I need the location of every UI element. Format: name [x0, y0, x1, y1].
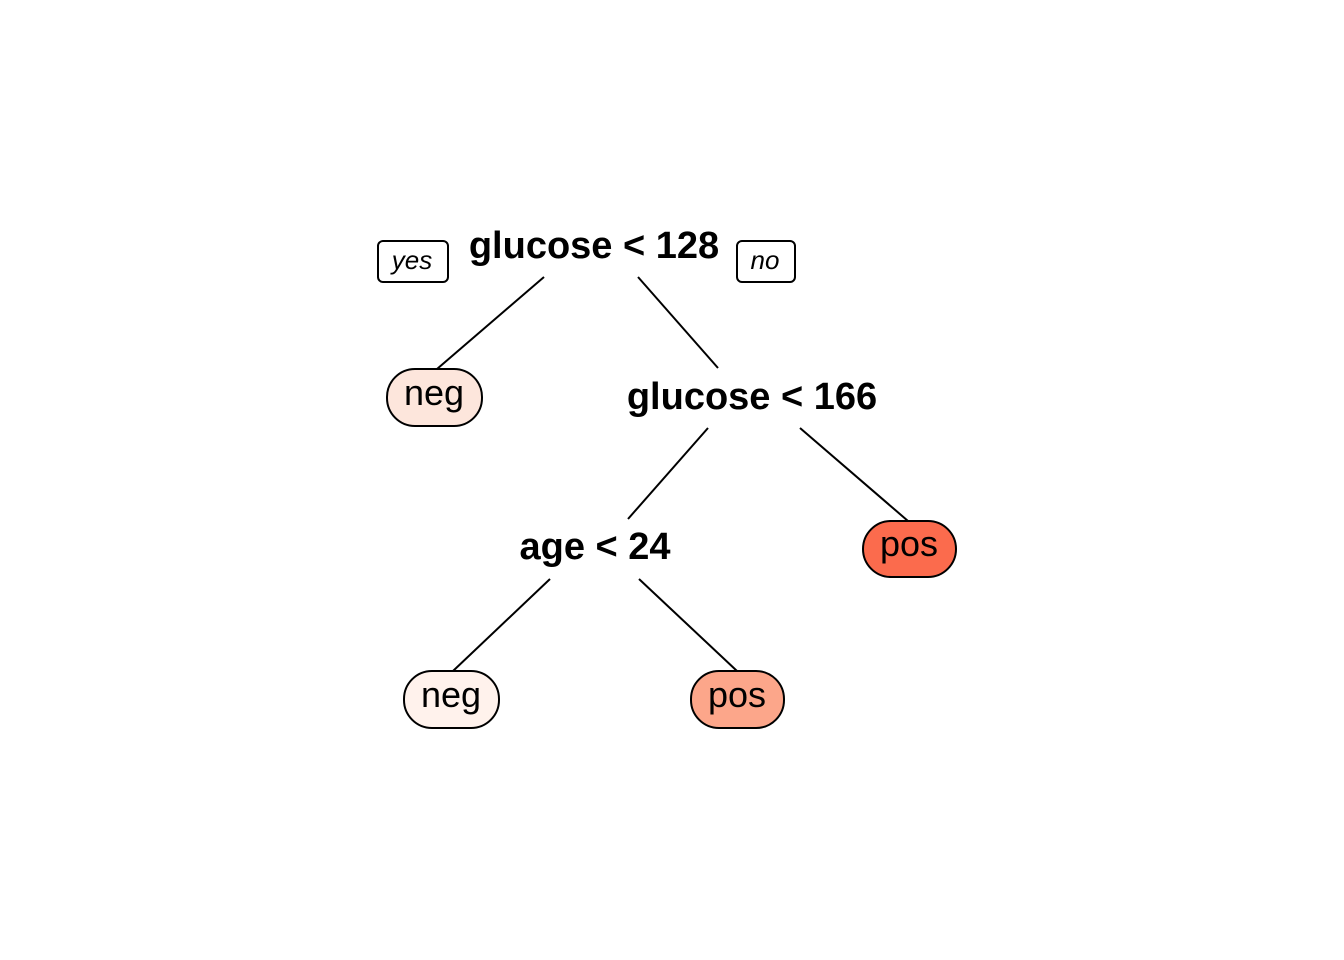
leaf-1-box [386, 368, 483, 427]
edge-split3-to-leaf-pos [638, 578, 738, 672]
leaf-4-box [862, 520, 957, 578]
leaf-node-1: neg [386, 368, 483, 427]
leaf-3-box [690, 670, 785, 729]
leaf-node-2: neg [403, 670, 500, 729]
root-split-label: glucose < 128 [469, 225, 719, 267]
leaf-3-label: pos [708, 674, 766, 715]
leaf-1-label: neg [404, 372, 464, 413]
yes-tag: yes [377, 240, 449, 283]
edge-root-to-leaf-neg [436, 276, 545, 370]
tree-edges [436, 276, 909, 672]
yes-tag-box [377, 240, 449, 283]
leaf-node-4: pos [862, 520, 957, 578]
root-split-node: glucose < 128 [469, 225, 719, 267]
no-tag: no [736, 240, 796, 283]
edge-split3-to-leaf-neg [452, 578, 551, 672]
edge-split2-to-split3 [627, 427, 709, 520]
leaf-4-label: pos [880, 523, 938, 564]
leaf-2-label: neg [421, 674, 481, 715]
no-tag-box [736, 240, 796, 283]
split2-label: glucose < 166 [627, 376, 877, 418]
yes-tag-label: yes [390, 245, 432, 275]
split3-label: age < 24 [519, 526, 670, 568]
split3-node: age < 24 [519, 526, 670, 568]
leaf-2-box [403, 670, 500, 729]
edge-root-to-split2 [637, 276, 719, 369]
edge-split2-to-leaf-pos [799, 427, 909, 522]
leaf-node-3: pos [690, 670, 785, 729]
split2-node: glucose < 166 [627, 376, 877, 418]
no-tag-label: no [751, 245, 780, 275]
